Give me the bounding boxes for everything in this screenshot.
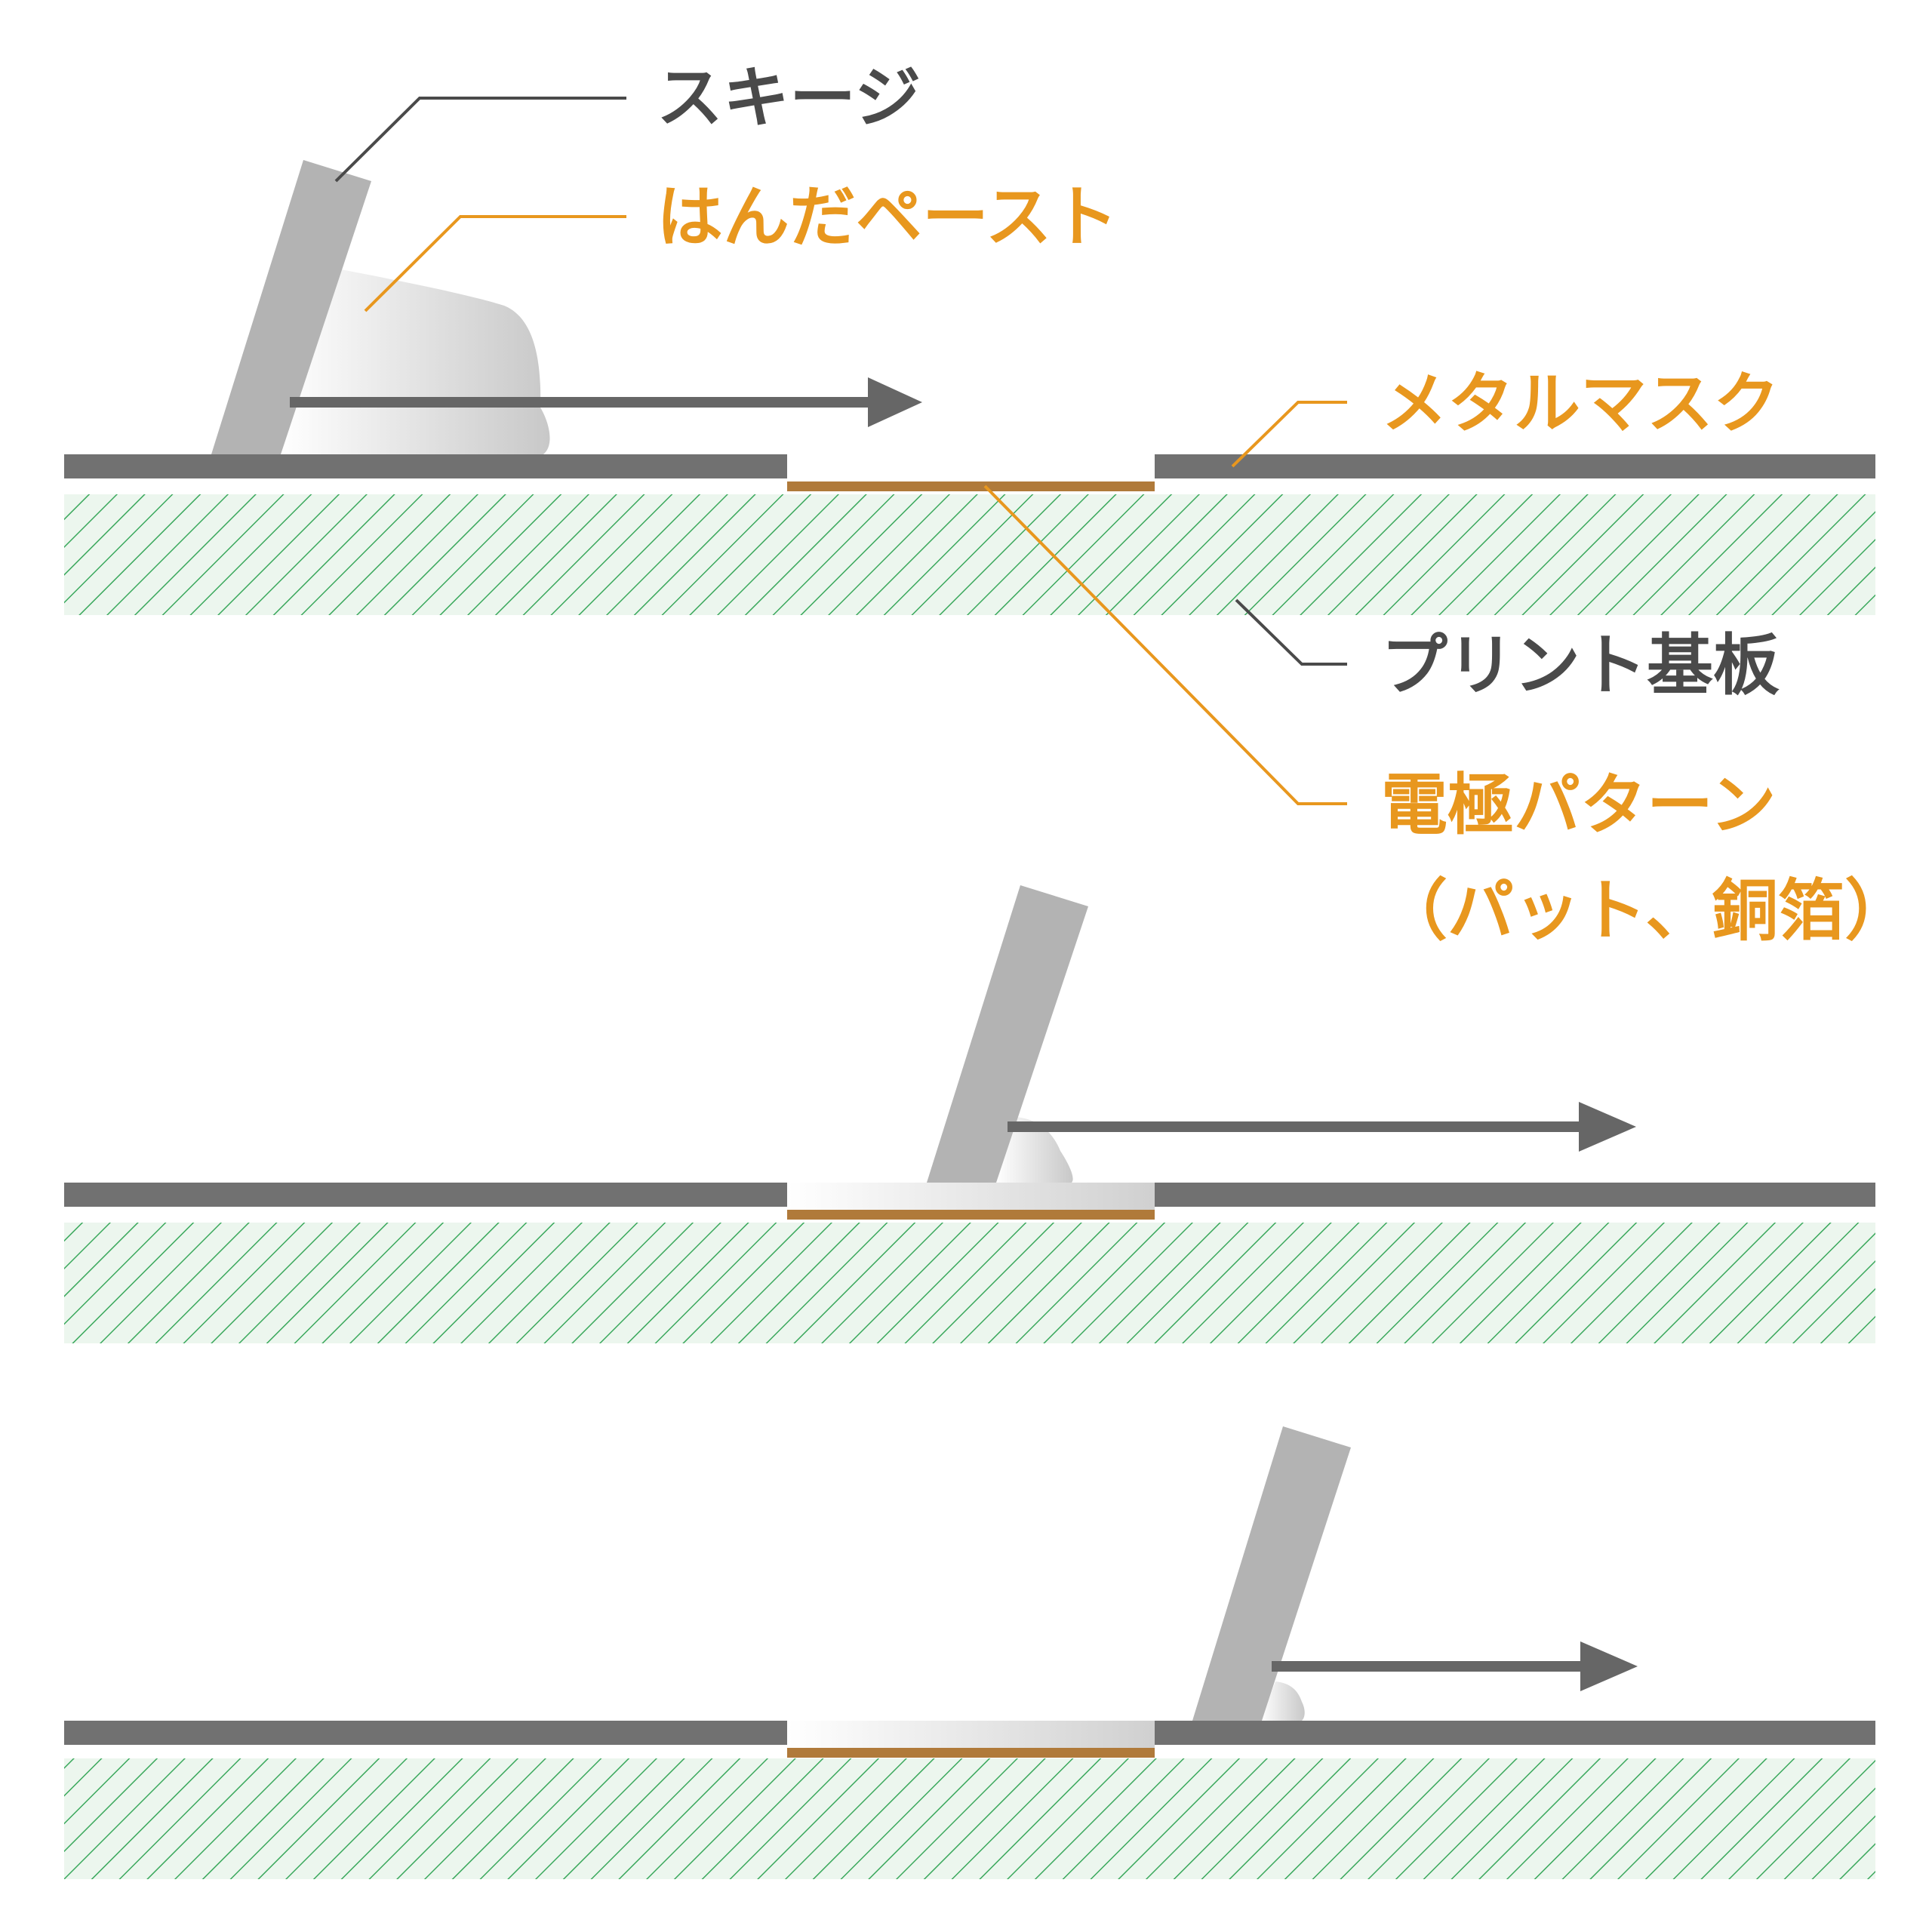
label-metal-mask: メタルマスク [1381, 365, 1780, 442]
leader-pcb [1235, 598, 1347, 666]
metal-mask-right [1155, 454, 1875, 478]
label-electrode-line1: 電極パターン [1381, 766, 1777, 844]
arrow-stage-3 [1272, 1641, 1638, 1691]
arrow-stage-2 [1008, 1102, 1636, 1152]
metal-mask-left [64, 1721, 787, 1745]
leader-metal-mask [1231, 401, 1347, 468]
leader-solder-paste [364, 215, 626, 312]
solder-paste-mound [281, 269, 550, 454]
arrow-stage-1 [290, 377, 922, 427]
metal-mask-left [64, 454, 787, 478]
electrode-pad [787, 481, 1155, 491]
metal-mask-left [64, 1183, 787, 1207]
squeegee [927, 885, 1088, 1183]
leader-electrode [983, 485, 1347, 805]
pcb-substrate [64, 494, 1875, 615]
solder-paste-mound [996, 1117, 1073, 1183]
pcb-substrate [64, 1223, 1875, 1343]
pad-paste-fill [787, 1721, 1155, 1748]
label-squeegee: スキージ [657, 59, 921, 137]
metal-mask-right [1155, 1183, 1875, 1207]
pad-paste-fill [787, 1183, 1155, 1210]
stage-3 [64, 1426, 1875, 1879]
label-electrode-line2: （パット、銅箔） [1381, 872, 1911, 949]
stage-2 [64, 885, 1875, 1343]
label-pcb: プリント基板 [1381, 626, 1780, 704]
pcb-substrate [64, 1758, 1875, 1879]
squeegee [1192, 1426, 1351, 1721]
leader-squeegee [334, 97, 626, 183]
electrode-pad [787, 1210, 1155, 1220]
electrode-pad [787, 1748, 1155, 1758]
squeegee [211, 160, 371, 454]
label-solder-paste: はんだペースト [657, 178, 1118, 256]
metal-mask-right [1155, 1721, 1875, 1745]
solder-paste-mound [1260, 1681, 1305, 1721]
stage-1 [64, 160, 1875, 615]
